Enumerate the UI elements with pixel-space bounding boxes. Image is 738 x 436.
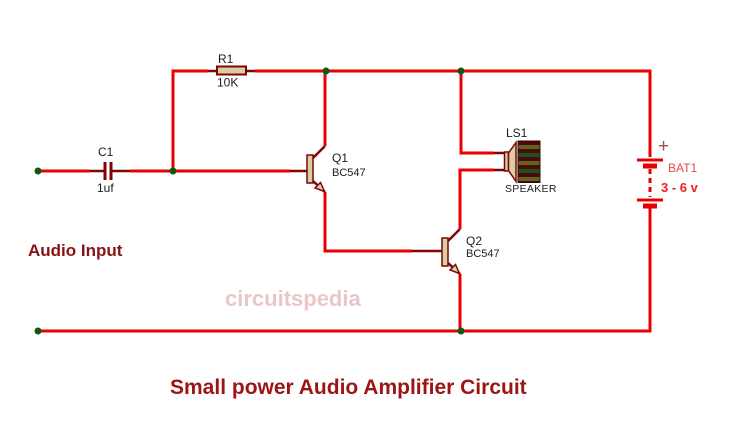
- resistor-r1-ref-label: R1: [218, 52, 234, 66]
- battery-bat1-ref-label: BAT1: [668, 161, 697, 175]
- battery-bat1-value-label: 3 - 6 v: [661, 180, 699, 195]
- speaker-ls1-magnet: [517, 140, 541, 183]
- wire-q1-emitter-to-q2-base: [323, 192, 412, 253]
- transistor-q1-bar: [306, 154, 314, 184]
- resistor-r1-body: [216, 65, 247, 76]
- wire-top-rail-to-speaker-top: [459, 72, 494, 155]
- watermark-text: circuitspedia: [225, 286, 361, 311]
- battery-bat1-plus-sign: +: [658, 136, 669, 157]
- page-title: Small power Audio Amplifier Circuit: [170, 376, 527, 399]
- transistor-q1-ref-label: Q1: [332, 151, 348, 165]
- wire-speaker-bottom-to-q2-collector: [458, 168, 494, 229]
- transistor-q2-bar: [441, 237, 449, 267]
- speaker-ls1-value-label: SPEAKER: [505, 183, 557, 195]
- audio-input-label: Audio Input: [28, 241, 123, 260]
- junction-dot-c1-r1-q1: [169, 167, 177, 175]
- capacitor-c1-value-label: 1uf: [97, 181, 114, 195]
- terminal-dot-audio-input: [34, 167, 42, 175]
- transistor-q2-collector-lead: [447, 228, 461, 242]
- transistor-q1-collector-lead: [312, 145, 326, 159]
- wire-feedback-left-vertical: [171, 69, 208, 171]
- junction-dot-r1-q1-collector: [322, 67, 330, 75]
- wire-top-rail: [255, 69, 652, 157]
- junction-dot-top-rail-speaker: [457, 67, 465, 75]
- terminal-dot-ground-left: [34, 327, 42, 335]
- junction-dot-q2-emitter-ground: [457, 327, 465, 335]
- transistor-q2-ref-label: Q2: [466, 234, 482, 248]
- resistor-r1-value-label: 10K: [217, 76, 238, 90]
- transistor-q2-value-label: BC547: [466, 248, 500, 260]
- speaker-ls1-cone: [507, 140, 517, 184]
- transistor-q2-emitter-arrow: [448, 263, 461, 275]
- transistor-q1-value-label: BC547: [332, 167, 366, 179]
- speaker-ls1-ref-label: LS1: [506, 126, 528, 140]
- transistor-q1-emitter-arrow: [313, 181, 326, 193]
- wire-bottom-rail: [38, 207, 652, 333]
- capacitor-c1-ref-label: C1: [98, 145, 114, 159]
